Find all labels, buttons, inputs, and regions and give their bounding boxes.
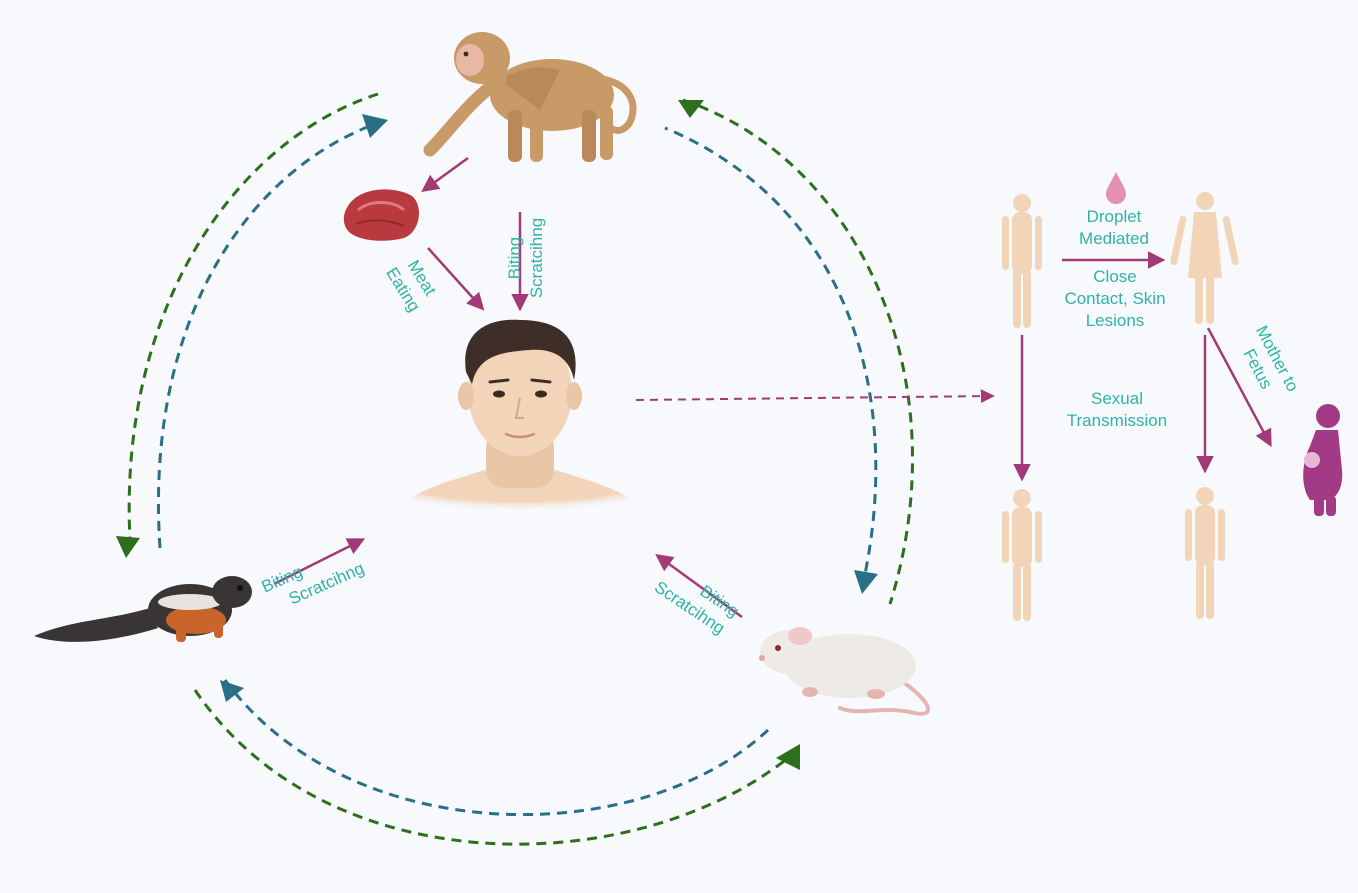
cycle-arrows (127, 92, 914, 846)
arrowhead-left-green (116, 536, 140, 558)
arc-left-green (127, 92, 379, 541)
close-label-line3: Lesions (1085, 311, 1145, 330)
arrow-monkey-to-meat (421, 156, 469, 193)
arrow-mother-fetus (1206, 327, 1272, 448)
transmission-arrows (273, 156, 1272, 619)
scratching-top-label: Scratcihng (527, 217, 546, 299)
sexual-transmission-label: Sexual Transmission (1052, 388, 1182, 432)
arc-left-blue (157, 122, 376, 549)
human-figure-top-right (1170, 192, 1239, 324)
droplet-icon (1106, 172, 1126, 204)
human-head-icon (384, 319, 656, 530)
droplet-mediated-label: Droplet Mediated (1064, 206, 1164, 250)
arrowhead-bottom-blue (220, 680, 244, 702)
arc-bottom-green (193, 689, 801, 846)
human-figure-top-left (1002, 194, 1042, 328)
meat-icon (343, 189, 419, 241)
human-figure-bottom-right (1185, 487, 1225, 619)
arrowhead-left-blue (362, 114, 388, 138)
droplet-label-line2: Mediated (1079, 229, 1149, 248)
arrowhead-right-blue (854, 570, 878, 594)
arc-right-green (682, 98, 914, 605)
arrow-meat-to-human (427, 247, 485, 311)
droplet-label-line1: Droplet (1086, 207, 1142, 226)
sexual-label-line2: Transmission (1066, 411, 1168, 430)
human-figure-bottom-left (1002, 489, 1042, 621)
biting-scratching-top-label: Biting Scratcihng (504, 208, 548, 308)
arc-bottom-blue (223, 679, 770, 816)
sexual-label-line1: Sexual (1091, 389, 1143, 408)
arrowhead-bottom-green (776, 744, 800, 770)
biting-top-label: Biting (505, 236, 524, 280)
close-label-line1: Close (1093, 267, 1137, 286)
monkey-icon (423, 32, 637, 162)
arrow-squirrel-to-human (273, 538, 366, 586)
squirrel-icon (34, 576, 252, 642)
arrow-mouse-to-human (655, 553, 743, 619)
arc-right-blue (664, 126, 878, 589)
arrow-human-to-transmission (635, 389, 995, 404)
mouse-icon (759, 627, 931, 716)
close-label-line2: Contact, Skin (1064, 289, 1166, 308)
close-contact-label: Close Contact, Skin Lesions (1052, 266, 1178, 332)
cycle-arrowheads (116, 100, 878, 770)
arrowhead-right-green (678, 100, 704, 118)
pregnant-woman-icon (1303, 404, 1343, 516)
